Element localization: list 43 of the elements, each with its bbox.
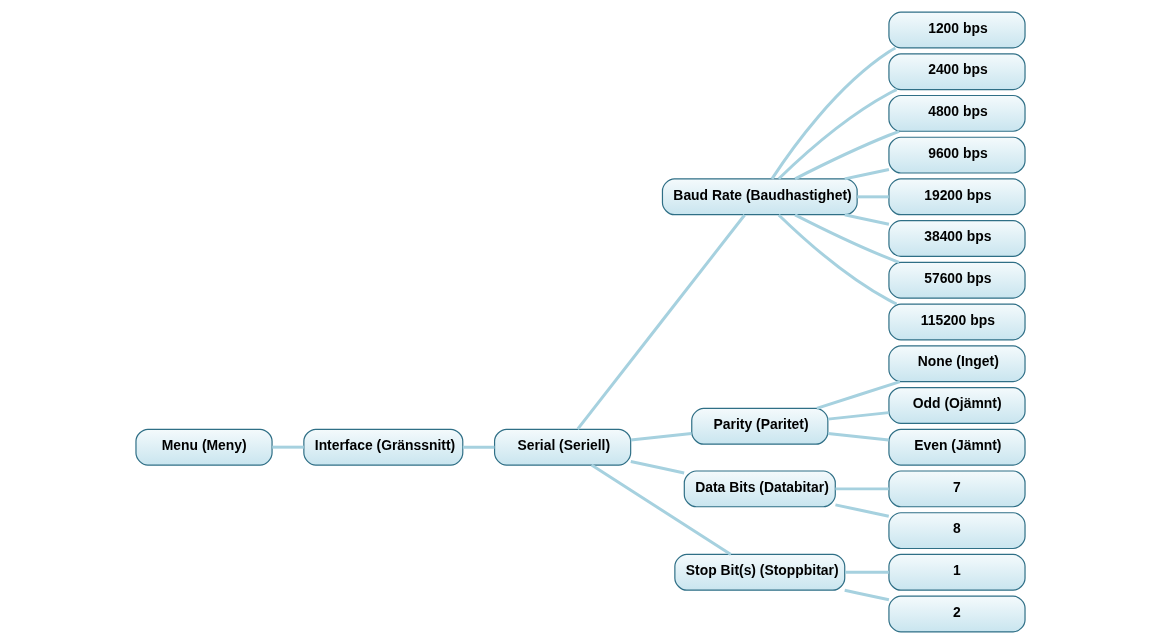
connector [777,88,897,180]
connector [834,503,889,518]
node-box: 115200 bps [887,303,1026,341]
node-box: 2400 bps [887,53,1026,91]
connector [770,46,896,180]
connector [793,213,900,264]
connector [827,411,889,421]
node-box: 1 [887,553,1026,591]
node-box: Parity (Paritet) [690,407,828,445]
connector [827,432,889,442]
node-box: 19200 bps [887,178,1026,216]
connector [629,460,684,475]
connector [843,588,889,602]
node-box: Interface (Gränssnitt) [302,428,463,466]
node-box: Stop Bit(s) (Stoppbitar) [673,553,845,591]
node-box: 57600 bps [887,261,1026,299]
connector [834,487,889,491]
connector [815,380,900,410]
node-box: Serial (Seriell) [493,428,631,466]
node-box: 38400 bps [887,220,1026,258]
node-box: Menu (Meny) [134,428,273,466]
node-box: Even (Jämnt) [887,428,1026,466]
connector [590,463,732,556]
connector [856,195,889,199]
node-box: None (Inget) [887,345,1026,383]
connector [843,213,889,226]
node-box: 4800 bps [887,94,1026,132]
node-box: 1200 bps [887,11,1026,49]
connector [777,213,897,306]
connector [793,129,900,181]
node-box: 7 [887,470,1026,508]
node-box: Data Bits (Databitar) [683,470,836,508]
node-box: 8 [887,512,1026,550]
connector [843,168,889,181]
connector [271,445,304,449]
node-box: Odd (Ojämnt) [887,386,1026,424]
node-box: 2 [887,595,1026,633]
connector [462,445,494,449]
node-box: Baud Rate (Baudhastighet) [661,178,858,216]
connector [630,432,692,442]
connector [844,570,889,574]
node-box: 9600 bps [887,136,1026,174]
connector [575,214,746,431]
